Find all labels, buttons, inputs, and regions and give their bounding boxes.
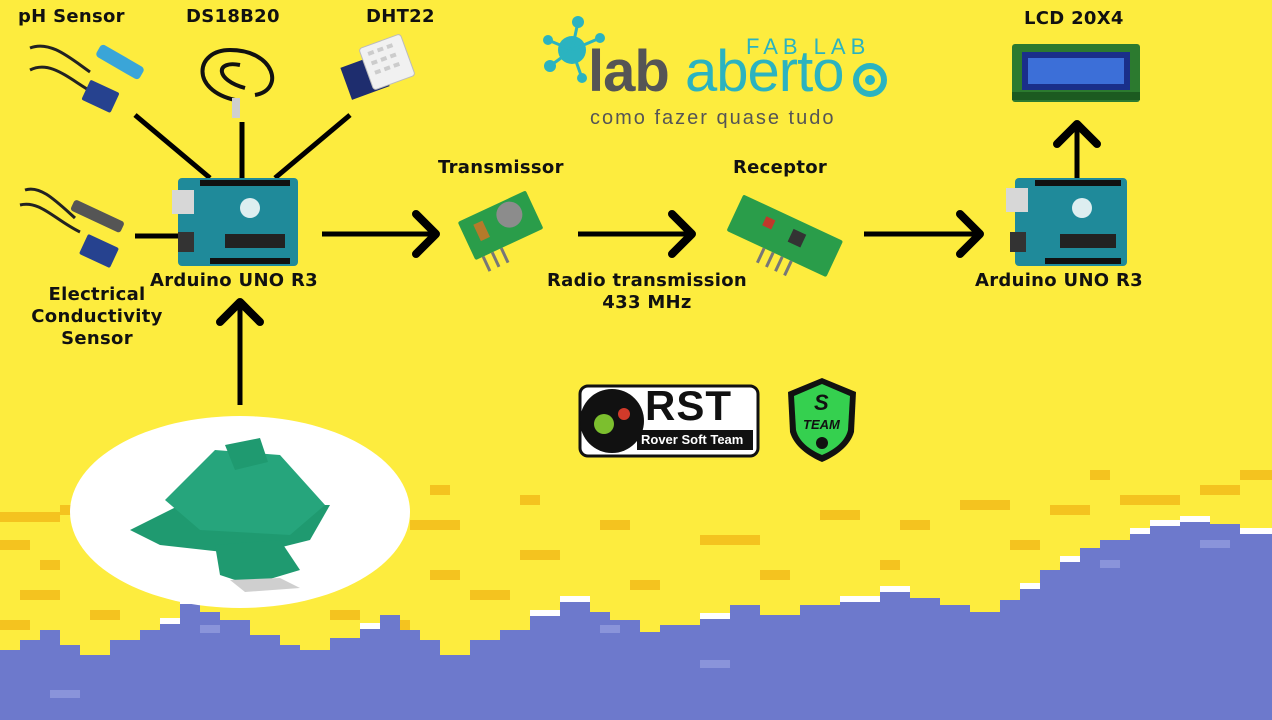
rst-badge-subtitle: Rover Soft Team <box>641 432 744 447</box>
rst-badge-title: RST <box>645 382 732 429</box>
ec-sensor-icon <box>19 187 124 268</box>
ph-sensor-icon <box>29 44 144 113</box>
rover-illustration <box>70 416 410 608</box>
ds18b20-icon <box>200 47 275 118</box>
label-ph-sensor: pH Sensor <box>18 6 125 27</box>
water-shade <box>50 540 1230 698</box>
label-ec-line2: Conductivity <box>31 306 163 327</box>
logo-tagline: como fazer quase tudo <box>590 107 836 129</box>
water-waves <box>0 518 1272 720</box>
label-radio-line2: 433 MHz <box>602 292 692 313</box>
shield-badge-word: TEAM <box>803 417 840 432</box>
label-dht22: DHT22 <box>366 6 435 27</box>
lcd-display <box>1012 44 1140 102</box>
water-foam <box>160 516 1272 629</box>
logo-aberto: aberto <box>685 39 844 104</box>
flow-arrows <box>216 120 1101 405</box>
label-arduino-left: Arduino UNO R3 <box>150 270 318 291</box>
arduino-right-board <box>1006 178 1127 266</box>
logo-lab: lab <box>588 39 670 104</box>
logo-fab-lab: FAB LAB <box>746 34 871 59</box>
arduino-left-board <box>172 178 298 266</box>
label-receiver: Receptor <box>733 157 828 178</box>
label-ec-line3: Sensor <box>61 328 133 349</box>
transmitter-module <box>458 191 543 272</box>
dht22-icon <box>340 34 415 100</box>
label-radio: Radio transmission 433 MHz <box>534 270 760 314</box>
label-ec-line1: Electrical <box>48 284 146 305</box>
lababerto-logo-molecule <box>543 16 887 97</box>
label-ds18b20: DS18B20 <box>186 6 280 27</box>
team-shield-badge <box>788 378 856 462</box>
receiver-module <box>727 195 843 277</box>
label-radio-line1: Radio transmission <box>547 270 747 291</box>
label-lcd: LCD 20X4 <box>1024 8 1124 29</box>
sensor-connectors <box>133 113 352 239</box>
label-transmitter: Transmissor <box>438 157 564 178</box>
shield-badge-letter: S <box>814 390 829 415</box>
label-arduino-right: Arduino UNO R3 <box>975 270 1143 291</box>
label-ec-sensor: Electrical Conductivity Sensor <box>12 284 182 350</box>
rst-badge <box>578 384 760 458</box>
